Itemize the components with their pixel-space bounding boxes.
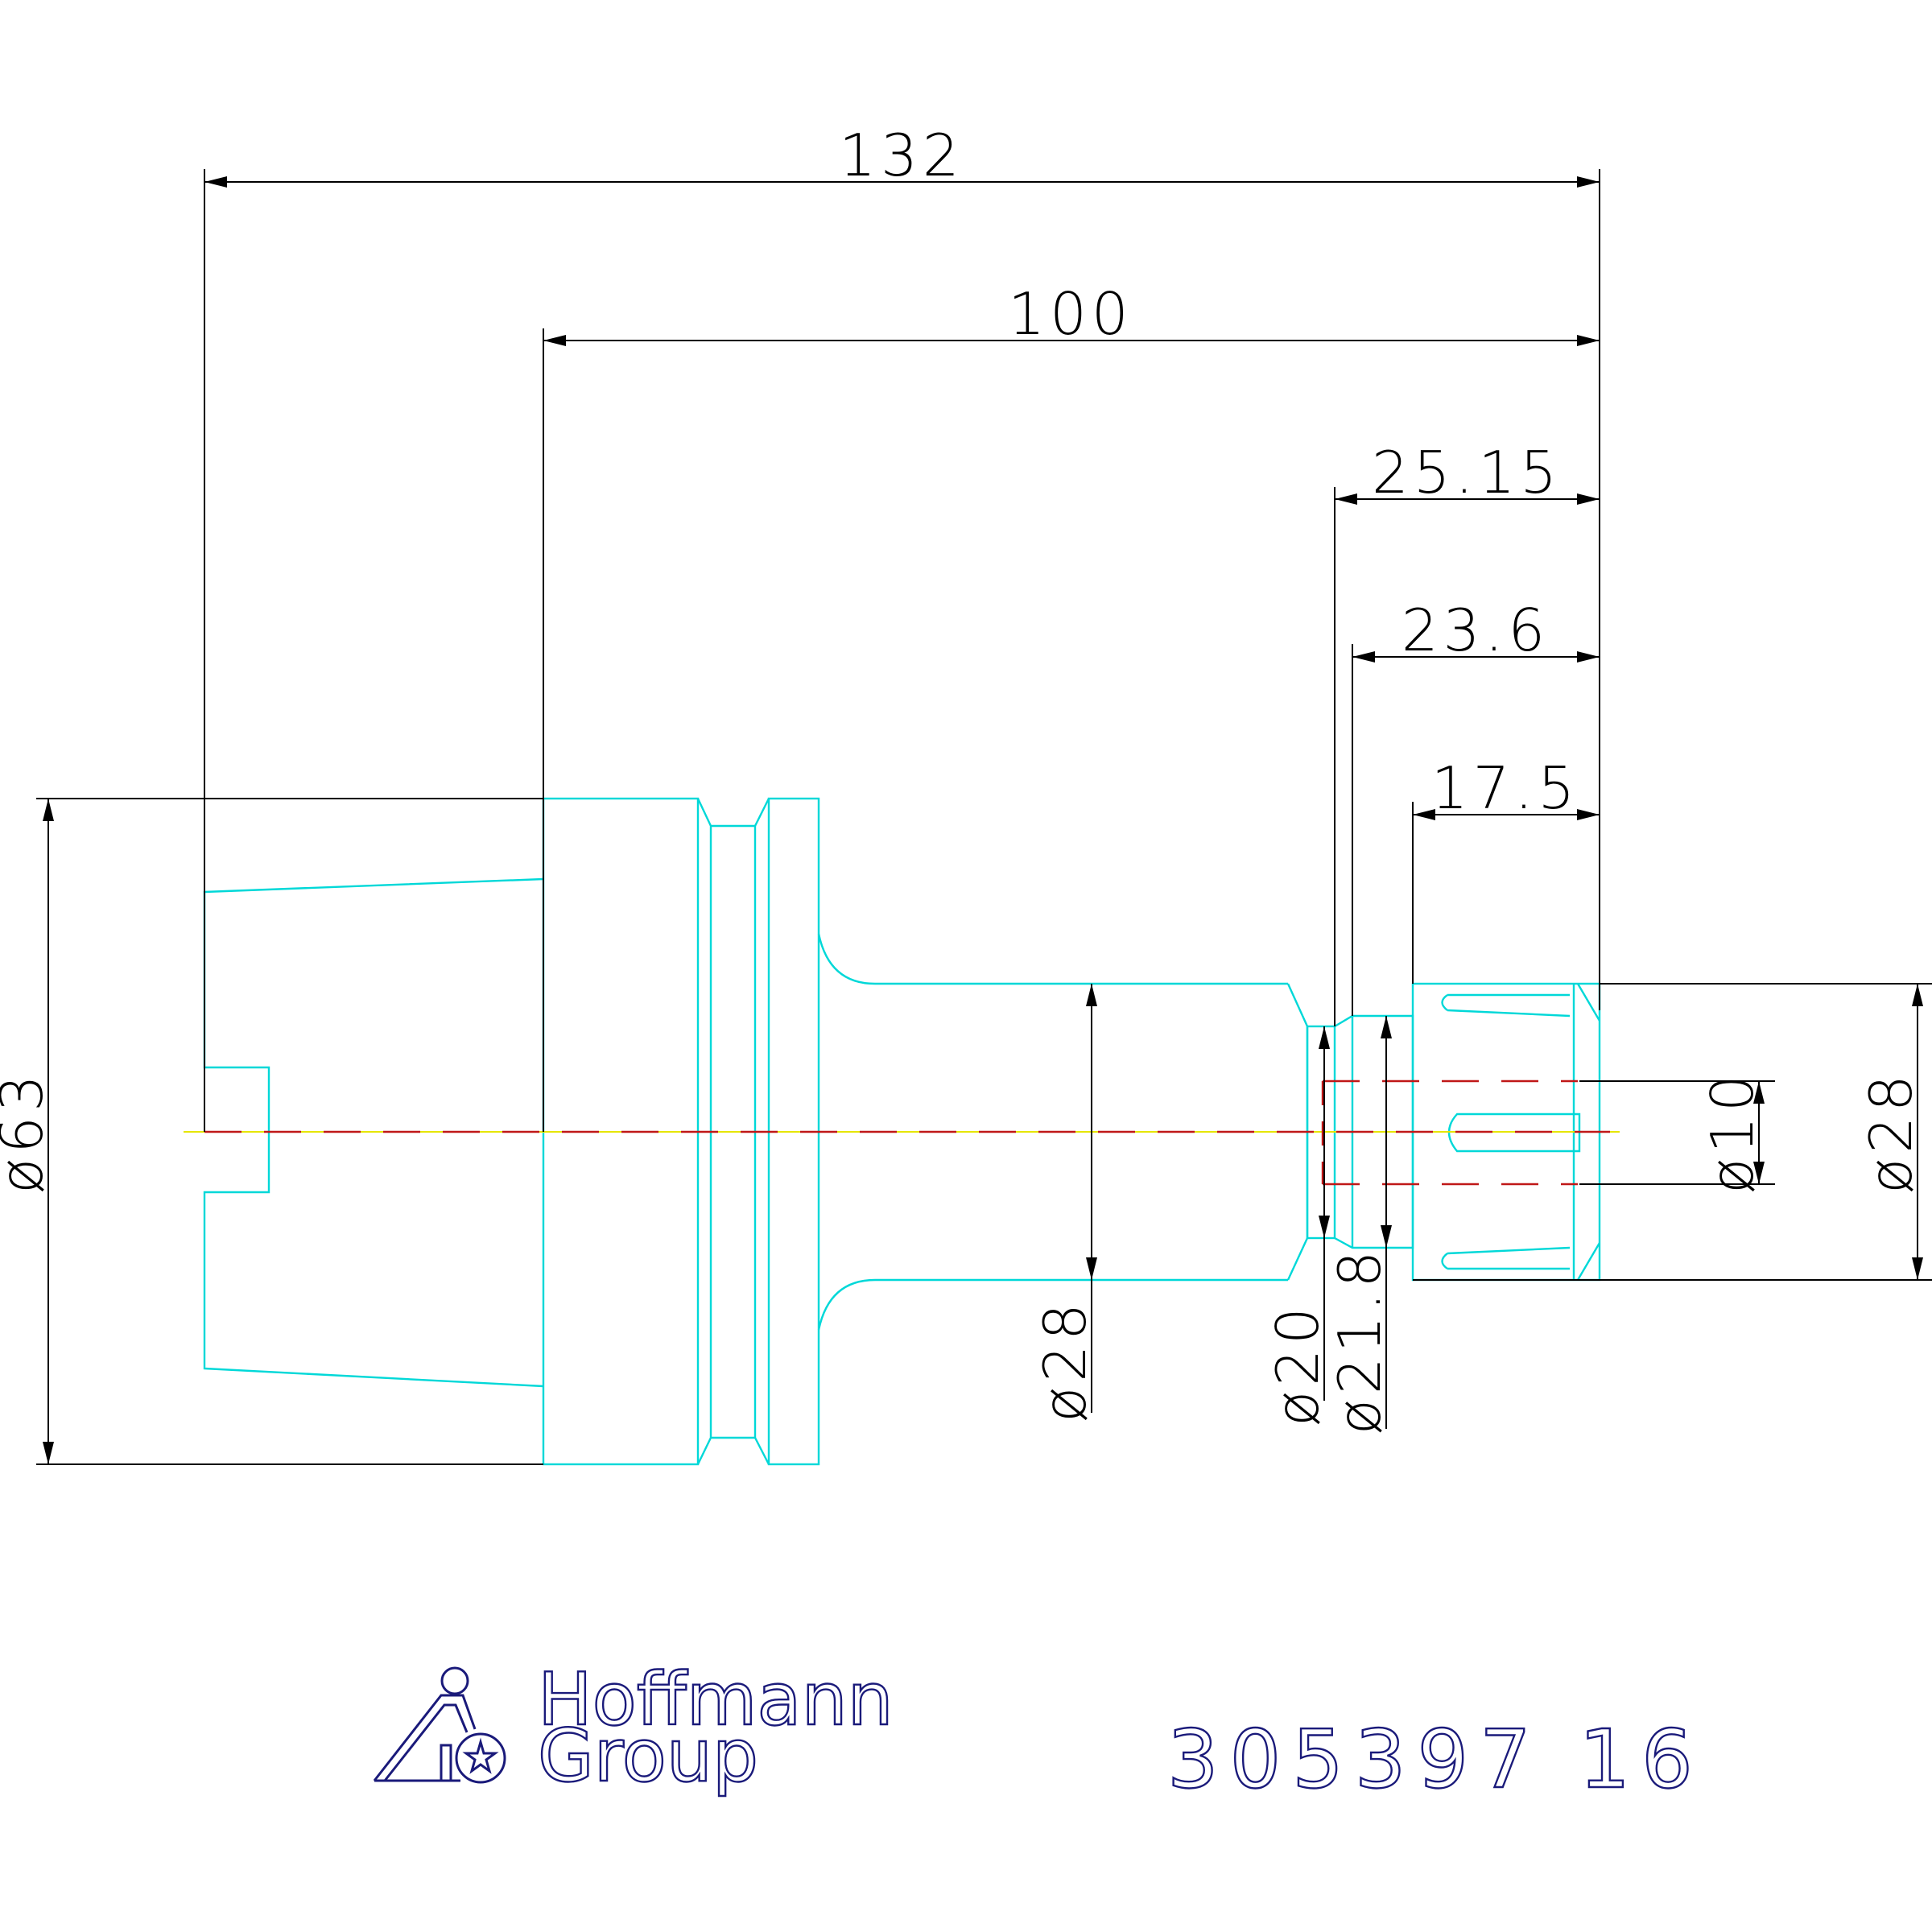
- dimension-texts: 132 100 25.15 23.6 17.5 ø63 ø28 ø20 ø21.…: [0, 122, 1925, 1435]
- dim-dia-21-8: ø21.8: [1326, 1246, 1393, 1435]
- logo-line1: Hoffmann: [538, 1657, 894, 1742]
- hoffmann-group-logo: Hoffmann Group: [373, 1657, 894, 1799]
- dim-dia-28-shank: ø28: [1031, 1298, 1099, 1422]
- dim-dia-63: ø63: [0, 1070, 56, 1194]
- dim-overall-length: 132: [839, 122, 964, 189]
- dim-dia-28-nut: ø28: [1857, 1070, 1925, 1194]
- dim-dia-20: ø20: [1264, 1302, 1331, 1426]
- dim-25-15: 25.15: [1372, 439, 1562, 506]
- part-number: 305397 16: [1167, 1712, 1704, 1806]
- dim-17-5: 17.5: [1431, 754, 1579, 822]
- centerline: [184, 1080, 1620, 1186]
- dim-23-6: 23.6: [1402, 597, 1550, 664]
- dim-body-length: 100: [1008, 280, 1133, 348]
- dimension-lines: [36, 169, 1932, 1465]
- logo-line2: Group: [538, 1714, 758, 1798]
- dim-dia-10: ø10: [1699, 1070, 1766, 1194]
- logo-mark-icon: [373, 1666, 506, 1784]
